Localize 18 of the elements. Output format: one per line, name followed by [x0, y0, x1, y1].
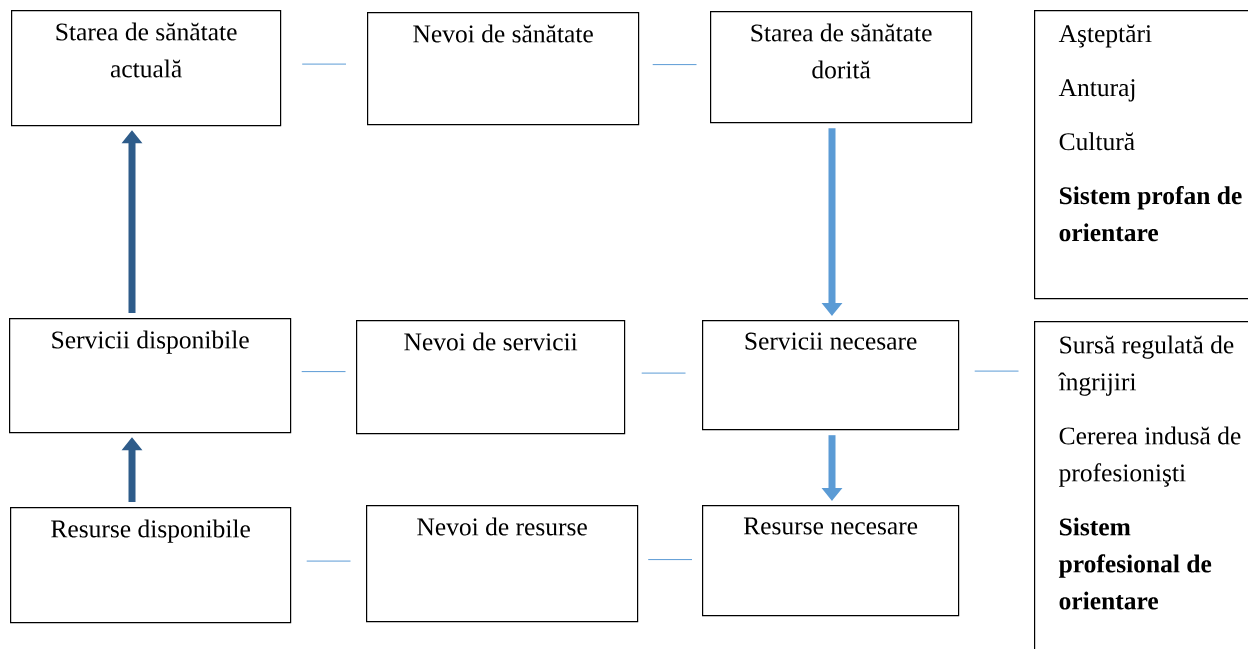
process-box: Nevoi de resurse [366, 505, 639, 623]
connector-line [306, 560, 351, 562]
connector-line [647, 559, 693, 561]
process-box: Resurse disponibile [10, 507, 292, 624]
process-box: Servicii disponibile [9, 318, 292, 434]
process-box: Nevoi de servicii [356, 320, 626, 435]
process-box: Starea de sănătate dorită [710, 11, 973, 124]
connector-line [641, 372, 686, 374]
connector-line [301, 63, 347, 65]
factor-list-box: Sursă regulată de îngrijiri Cererea indusă de profesionişti Sistem profesional de orientare [1034, 321, 1248, 649]
connector-line [974, 370, 1019, 372]
process-box: Nevoi de sănătate [367, 12, 640, 126]
factor-list-box: Aşteptări Anturaj Cultură Sistem profan de orientare [1034, 10, 1248, 300]
process-box: Resurse necesare [702, 505, 960, 617]
process-box: Servicii necesare [702, 320, 960, 431]
connector-line [301, 371, 346, 373]
connector-line [652, 64, 697, 66]
process-box: Starea de sănătate actuală [11, 10, 282, 127]
